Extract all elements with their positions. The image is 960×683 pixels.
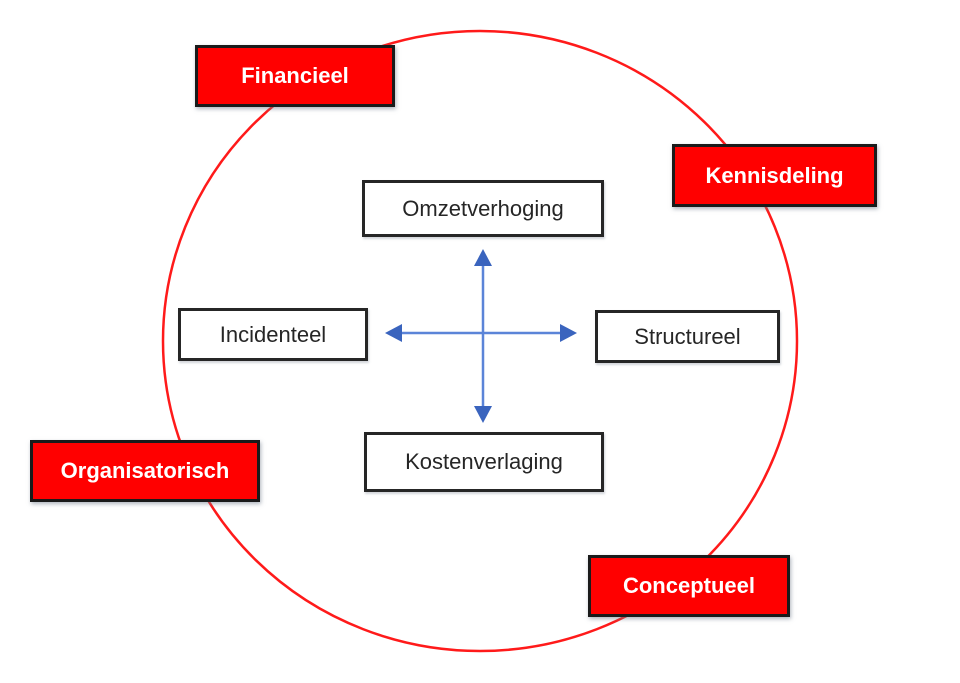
- axis-box-kostenverlaging: Kostenverlaging: [364, 432, 604, 492]
- axis-label: Kostenverlaging: [405, 449, 563, 474]
- vertical-double-arrow: [474, 249, 492, 423]
- axis-box-incidenteel: Incidenteel: [178, 308, 368, 361]
- category-box-financieel: Financieel: [195, 45, 395, 107]
- horizontal-double-arrow: [385, 324, 577, 342]
- category-label: Financieel: [241, 63, 349, 88]
- category-label: Conceptueel: [622, 573, 756, 598]
- arrow-up-head-icon: [474, 249, 492, 266]
- boundary-circle: [161, 29, 799, 653]
- category-box-organisatorisch: Organisatorisch: [30, 440, 260, 502]
- arrow-down-head-icon: [474, 406, 492, 423]
- axis-box-structureel: Structureel: [595, 310, 780, 363]
- category-box-kennisdeling: Kennisdeling: [672, 144, 877, 207]
- arrow-left-head-icon: [385, 324, 402, 342]
- axis-label: Incidenteel: [219, 321, 327, 347]
- axis-label: Omzetverhoging: [402, 195, 564, 221]
- category-label: Kennisdeling: [705, 162, 844, 188]
- axis-label: Structureel: [634, 323, 741, 349]
- axis-box-omzetverhoging: Omzetverhoging: [362, 180, 604, 237]
- category-box-conceptueel: Conceptueel: [588, 555, 790, 617]
- arrow-right-head-icon: [560, 324, 577, 342]
- category-label: Organisatorisch: [60, 458, 230, 483]
